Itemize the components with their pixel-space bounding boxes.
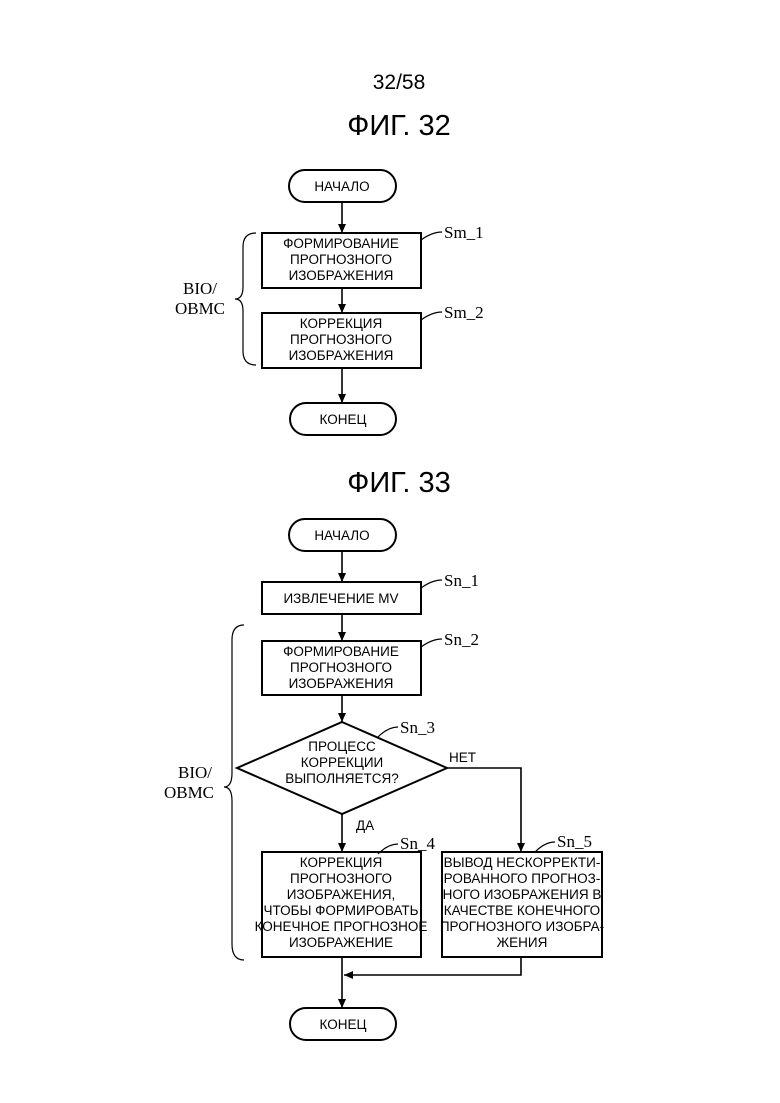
- fig33-sn3-line1: ПРОЦЕСС: [308, 739, 376, 754]
- fig32-side-label-line1: BIO/: [183, 279, 217, 298]
- fig33-sn5-line3: НОГО ИЗОБРАЖЕНИЯ В: [443, 887, 602, 902]
- fig33-sn5-line6: ЖЕНИЯ: [497, 935, 548, 950]
- fig33-sn3-line3: ВЫПОЛНЯЕТСЯ?: [285, 771, 399, 786]
- fig33-brace: [224, 625, 244, 960]
- fig33-sn1-id: Sn_1: [444, 571, 479, 590]
- fig32-sm1-leader: [421, 232, 442, 240]
- fig33-sn2-line1: ФОРМИРОВАНИЕ: [283, 644, 399, 659]
- fig33-sn5-leader: [535, 842, 555, 852]
- fig33-sn4-line6: ИЗОБРАЖЕНИЕ: [289, 935, 393, 950]
- figure-32: ФИГ. 32 НАЧАЛО ФОРМИРОВАНИЕ ПРОГНОЗНОГО …: [175, 110, 484, 435]
- fig33-end-terminal: КОНЕЦ: [290, 1008, 396, 1040]
- fig32-step-sm1: ФОРМИРОВАНИЕ ПРОГНОЗНОГО ИЗОБРАЖЕНИЯ: [262, 233, 421, 288]
- fig32-start-label: НАЧАЛО: [314, 179, 369, 194]
- fig33-arrow-sn5-merge: [344, 957, 521, 975]
- fig33-sn1-line1: ИЗВЛЕЧЕНИЕ MV: [283, 591, 398, 606]
- fig32-end-label: КОНЕЦ: [320, 412, 367, 427]
- fig33-title: ФИГ. 33: [347, 467, 450, 499]
- fig32-title: ФИГ. 32: [347, 110, 450, 142]
- fig33-sn2-leader: [421, 639, 442, 647]
- fig32-side-label-line2: OBMC: [175, 299, 225, 318]
- fig33-side-label-line1: BIO/: [178, 763, 212, 782]
- fig33-step-sn1: ИЗВЛЕЧЕНИЕ MV: [262, 582, 421, 614]
- fig33-start-label: НАЧАЛО: [314, 528, 369, 543]
- fig32-sm2-id: Sm_2: [444, 303, 484, 322]
- fig33-sn3-leader: [378, 727, 398, 737]
- fig32-sm1-line1: ФОРМИРОВАНИЕ: [283, 236, 399, 251]
- fig32-sm2-line2: ПРОГНОЗНОГО: [290, 332, 392, 347]
- fig33-sn4-line4: ЧТОБЫ ФОРМИРОВАТЬ: [263, 903, 418, 918]
- figure-33: ФИГ. 33 НАЧАЛО ИЗВЛЕЧЕНИЕ MV Sn_1 ФОРМИР…: [164, 467, 604, 1040]
- fig33-step-sn2: ФОРМИРОВАНИЕ ПРОГНОЗНОГО ИЗОБРАЖЕНИЯ: [262, 641, 421, 695]
- fig33-sn2-line3: ИЗОБРАЖЕНИЯ: [289, 676, 394, 691]
- fig33-sn5-line5: ПРОГНОЗНОГО ИЗОБРА-: [440, 919, 604, 934]
- fig33-sn4-line1: КОРРЕКЦИЯ: [300, 855, 383, 870]
- fig33-sn5-id: Sn_5: [557, 832, 592, 851]
- fig32-end-terminal: КОНЕЦ: [290, 403, 396, 435]
- fig32-start-terminal: НАЧАЛО: [289, 170, 396, 202]
- fig33-sn5-line4: КАЧЕСТВЕ КОНЕЧНОГО: [444, 903, 600, 918]
- fig32-sm2-line1: КОРРЕКЦИЯ: [300, 316, 383, 331]
- fig32-sm1-line3: ИЗОБРАЖЕНИЯ: [289, 268, 394, 283]
- fig33-sn2-line2: ПРОГНОЗНОГО: [290, 660, 392, 675]
- fig33-step-sn4: КОРРЕКЦИЯ ПРОГНОЗНОГО ИЗОБРАЖЕНИЯ, ЧТОБЫ…: [255, 852, 428, 957]
- fig33-step-sn5: ВЫВОД НЕСКОРРЕКТИ- РОВАННОГО ПРОГНОЗ- НО…: [440, 852, 604, 957]
- fig33-sn2-id: Sn_2: [444, 630, 479, 649]
- fig32-sm1-id: Sm_1: [444, 223, 484, 242]
- fig33-no-label: НЕТ: [449, 750, 476, 765]
- fig33-sn5-line2: РОВАННОГО ПРОГНОЗ-: [444, 871, 601, 886]
- fig33-sn5-line1: ВЫВОД НЕСКОРРЕКТИ-: [444, 855, 601, 870]
- fig33-arrow-no: [447, 768, 521, 852]
- fig32-brace: [235, 233, 256, 365]
- fig33-sn1-leader: [421, 580, 442, 588]
- fig32-sm2-line3: ИЗОБРАЖЕНИЯ: [289, 348, 394, 363]
- fig33-side-label-line2: OBMC: [164, 783, 214, 802]
- page-number: 32/58: [373, 71, 426, 94]
- fig33-sn3-id: Sn_3: [400, 718, 435, 737]
- fig33-sn4-line5: КОНЕЧНОЕ ПРОГНОЗНОЕ: [255, 919, 428, 934]
- fig32-sm2-leader: [421, 312, 442, 320]
- fig33-sn4-id: Sn_4: [400, 834, 435, 853]
- fig32-sm1-line2: ПРОГНОЗНОГО: [290, 252, 392, 267]
- fig32-step-sm2: КОРРЕКЦИЯ ПРОГНОЗНОГО ИЗОБРАЖЕНИЯ: [262, 313, 421, 368]
- fig33-yes-label: ДА: [356, 818, 374, 833]
- fig33-start-terminal: НАЧАЛО: [289, 519, 396, 551]
- fig33-sn3-line2: КОРРЕКЦИИ: [301, 755, 383, 770]
- fig33-sn4-line2: ПРОГНОЗНОГО: [290, 871, 392, 886]
- fig33-sn4-line3: ИЗОБРАЖЕНИЯ,: [287, 887, 396, 902]
- fig33-end-label: КОНЕЦ: [320, 1017, 367, 1032]
